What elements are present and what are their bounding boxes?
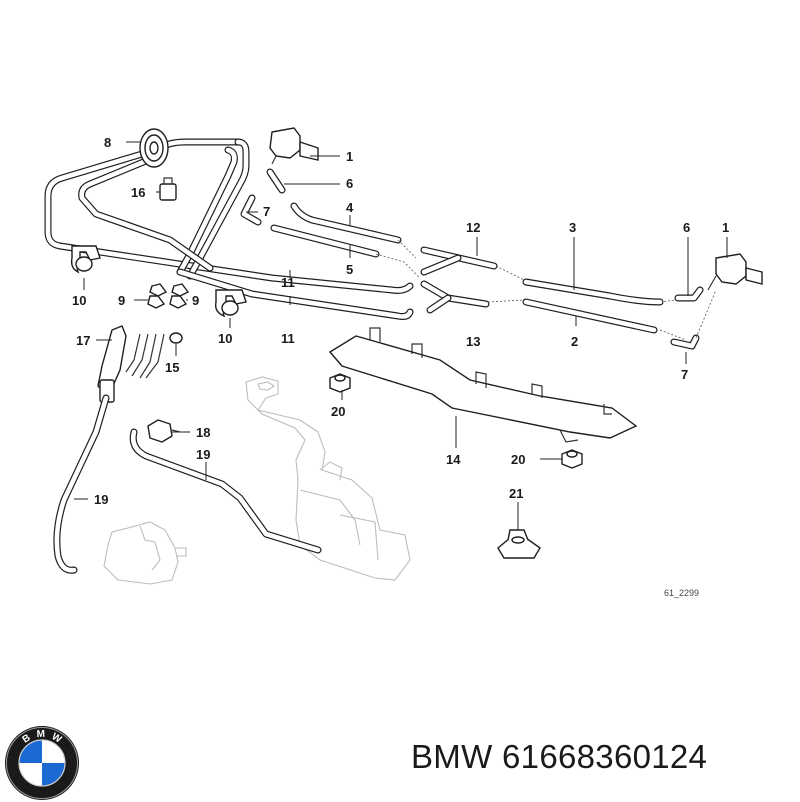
leader-lines — [74, 141, 728, 530]
reservoir-outline — [103, 376, 411, 585]
callout-14: 14 — [446, 452, 461, 467]
hose-19-right — [129, 428, 322, 554]
connector-18 — [147, 419, 181, 443]
elbow-7-right — [670, 289, 717, 350]
callout-6-right: 6 — [683, 220, 690, 235]
callout-18: 18 — [196, 425, 210, 440]
hose-4 — [290, 202, 402, 244]
valve-1-left — [269, 127, 319, 165]
callout-21: 21 — [509, 486, 523, 501]
holder-10-right — [214, 289, 247, 318]
callout-7-right: 7 — [681, 367, 688, 382]
callout-1-right: 1 — [722, 220, 729, 235]
part-number: 61668360124 — [502, 738, 708, 775]
callout-6-left: 6 — [346, 176, 353, 191]
drawing-code: 61_2299 — [664, 588, 699, 598]
tee-13 — [420, 280, 490, 314]
clip-21 — [497, 529, 541, 559]
callout-20-left: 20 — [331, 404, 345, 419]
grommet-8 — [139, 128, 169, 168]
callout-13: 13 — [466, 334, 480, 349]
callout-3: 3 — [569, 220, 576, 235]
callout-19-upper: 19 — [196, 447, 210, 462]
brand-part-number: BMW 61668360124 — [411, 738, 707, 776]
hose-6-left — [266, 168, 286, 194]
ring-15 — [169, 332, 183, 344]
tee-12 — [420, 246, 498, 276]
connector-lines — [375, 239, 687, 341]
callout-16: 16 — [131, 185, 145, 200]
elbow-7-left — [240, 194, 262, 226]
clips-9 — [147, 283, 190, 309]
valve-1-right — [707, 253, 763, 291]
logo-letter-m: M — [36, 729, 45, 740]
callout-12: 12 — [466, 220, 480, 235]
callout-9-left: 9 — [118, 293, 125, 308]
callout-11-upper: 11 — [281, 275, 295, 290]
nut-20-left — [329, 373, 351, 393]
hose-3 — [522, 278, 664, 306]
hose-19-left — [53, 394, 110, 574]
callout-17: 17 — [76, 333, 90, 348]
callouts: 1 6 4 7 5 8 16 12 3 6 1 10 9 9 11 10 11 … — [72, 135, 729, 507]
callout-20-right: 20 — [511, 452, 525, 467]
callout-9-right: 9 — [192, 293, 199, 308]
holder-10-left — [70, 245, 101, 274]
callout-10-left: 10 — [72, 293, 86, 308]
callout-19-lower: 19 — [94, 492, 108, 507]
bracket-14 — [328, 327, 638, 443]
callout-5: 5 — [346, 262, 353, 277]
hose-6-right — [674, 286, 704, 302]
callout-8: 8 — [104, 135, 111, 150]
callout-2: 2 — [571, 334, 578, 349]
callout-1-left: 1 — [346, 149, 353, 164]
callout-7-left: 7 — [263, 204, 270, 219]
pump-17 — [97, 325, 165, 403]
hose-5 — [270, 224, 380, 258]
clip-16 — [159, 177, 177, 201]
callout-15: 15 — [165, 360, 179, 375]
nut-20-right — [561, 449, 583, 469]
callout-10-right: 10 — [218, 331, 232, 346]
callout-11-lower: 11 — [281, 331, 295, 346]
hose-2 — [522, 298, 658, 334]
callout-4: 4 — [346, 200, 354, 215]
brand-name: BMW — [411, 738, 493, 775]
